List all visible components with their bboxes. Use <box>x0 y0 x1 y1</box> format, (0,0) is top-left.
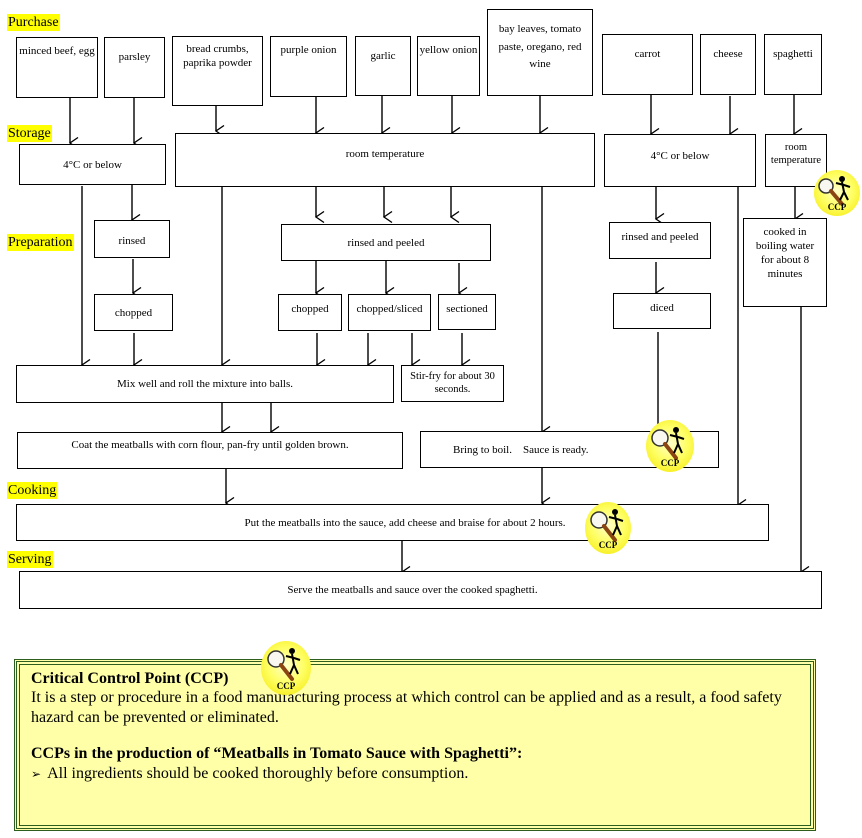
ccp-list-item: ➢ All ingredients should be cooked thorou… <box>31 764 799 784</box>
prep-box-chopped-left: chopped <box>94 294 173 331</box>
prep-box-sectioned: sectioned <box>438 294 496 330</box>
bullet-arrow-icon: ➢ <box>31 767 42 781</box>
storage-box-4c-left: 4°C or below <box>19 144 166 185</box>
purchase-box-spaghetti: spaghetti <box>764 34 822 95</box>
stage-label-serving: Serving <box>7 551 53 568</box>
stage-label-storage: Storage <box>7 125 52 142</box>
magnifier-figure-icon <box>651 427 685 460</box>
purchase-box-garlic: garlic <box>355 36 411 96</box>
stage-label-preparation: Preparation <box>7 234 74 251</box>
ccp-badge-label: CCP <box>598 540 618 550</box>
purchase-box-carrot: carrot <box>602 34 693 95</box>
prep-box-rinsed-peeled-right: rinsed and peeled <box>609 222 711 259</box>
ccp-list-heading: CCPs in the production of “Meatballs in … <box>31 745 523 762</box>
prep-box-diced: diced <box>613 293 711 329</box>
purchase-box-minced-beef-egg: minced beef, egg <box>16 37 98 98</box>
purchase-box-purple-onion: purple onion <box>270 36 347 97</box>
stage-label-purchase: Purchase <box>7 14 60 31</box>
prep-box-chopped-mid: chopped <box>278 294 342 331</box>
purchase-box-cheese: cheese <box>700 34 756 95</box>
ccp-definition-title: Critical Control Point (CCP) <box>31 670 229 687</box>
purchase-box-parsley: parsley <box>104 37 165 98</box>
prep-box-cooked-spaghetti: cooked in boiling water for about 8 minu… <box>743 218 827 307</box>
ccp-definition-text: It is a step or procedure in a food manu… <box>31 689 782 726</box>
prep-box-rinsed-peeled-mid: rinsed and peeled <box>281 224 491 261</box>
ccp-badge-label: CCP <box>660 458 680 468</box>
process-text-bring-to-boil: Bring to boil. Sauce is ready. <box>453 443 589 456</box>
ccp-badge-sauce: CCP <box>646 420 694 472</box>
prep-box-rinsed: rinsed <box>94 220 170 258</box>
ccp-list-item-text: All ingredients should be cooked thoroug… <box>47 765 469 782</box>
ccp-badge-label: CCP <box>276 681 296 691</box>
storage-box-room-temperature-right: room temperature <box>765 134 827 187</box>
process-box-stir-fry: Stir-fry for about 30 seconds. <box>401 365 504 402</box>
process-box-braise: Put the meatballs into the sauce, add ch… <box>16 504 769 541</box>
ccp-badge-label: CCP <box>827 202 847 212</box>
purchase-box-bay-leaves-tomato-paste: bay leaves, tomato paste, oregano, red w… <box>487 9 593 96</box>
ccp-badge-spaghetti: CCP <box>814 170 860 216</box>
storage-box-4c-right: 4°C or below <box>604 134 756 187</box>
ccp-definition-panel: Critical Control Point (CCP) It is a ste… <box>14 659 816 831</box>
magnifier-figure-icon <box>590 509 624 542</box>
purchase-box-bread-crumbs-paprika: bread crumbs, paprika powder <box>172 36 263 106</box>
process-box-serve: Serve the meatballs and sauce over the c… <box>19 571 822 609</box>
prep-box-chopped-sliced: chopped/sliced <box>348 294 431 331</box>
ccp-badge-braise: CCP <box>585 502 631 554</box>
purchase-box-yellow-onion: yellow onion <box>417 36 480 96</box>
process-box-coat-pan-fry: Coat the meatballs with corn flour, pan-… <box>17 432 403 469</box>
process-box-mix-roll-balls: Mix well and roll the mixture into balls… <box>16 365 394 403</box>
magnifier-figure-icon <box>267 648 301 681</box>
storage-box-room-temperature-mid: room temperature <box>175 133 595 187</box>
ccp-badge-legend: CCP <box>261 641 311 695</box>
magnifier-figure-icon <box>818 176 851 206</box>
stage-label-cooking: Cooking <box>7 482 58 499</box>
